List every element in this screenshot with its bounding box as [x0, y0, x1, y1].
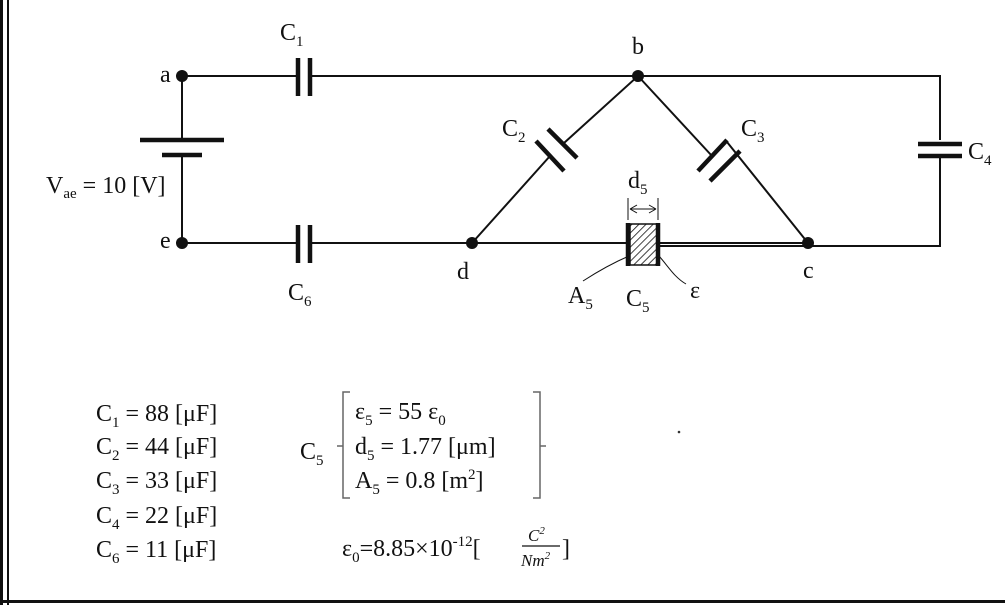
- capacitor-c6-symbol: [295, 225, 313, 263]
- capacitor-c2-symbol: [534, 127, 579, 173]
- stray-dot: [677, 430, 681, 434]
- node-a-label: a: [160, 62, 171, 88]
- eps0-numerator: C2: [528, 525, 545, 545]
- epsilon-label: ε: [690, 278, 700, 304]
- battery-symbol: [140, 137, 224, 158]
- dielectric-fill: [629, 223, 659, 266]
- c5-bracket-left: [342, 391, 350, 499]
- c5-d-value: d5 = 1.77 [μm]: [355, 434, 496, 464]
- node-d-dot: [466, 237, 478, 249]
- eps0-expression: ε0=8.85×10-12[: [342, 534, 481, 566]
- d5-label: d5: [628, 168, 648, 198]
- eps-leader-line: [658, 255, 687, 285]
- c5-bracket-right: [533, 391, 541, 499]
- a5-label: A5: [568, 283, 593, 313]
- capacitor-c2-label: C2: [502, 116, 526, 146]
- page-border-left: [0, 0, 3, 605]
- capacitor-c3-label: C3: [741, 116, 765, 146]
- node-c-label: c: [803, 258, 814, 284]
- d5-dimension-arrow: [627, 198, 659, 220]
- value-c3: C3 = 33 [μF]: [96, 468, 217, 498]
- eps0-denominator: Nm2: [520, 550, 551, 570]
- node-e-label: e: [160, 228, 171, 254]
- eps0-close-bracket: ]: [562, 536, 570, 562]
- capacitor-c6-label: C6: [288, 280, 312, 310]
- capacitor-c5-symbol: [625, 223, 661, 266]
- a5-leader-line: [582, 255, 630, 282]
- wire-top-right-loop: [182, 75, 941, 247]
- node-b-label: b: [632, 34, 644, 60]
- node-c-dot: [802, 237, 814, 249]
- page-border-bottom: [0, 600, 1005, 603]
- wire-d-b: [471, 75, 639, 244]
- node-e-dot: [176, 237, 188, 249]
- capacitor-c5-label: C5: [626, 286, 650, 316]
- nodes: [176, 70, 814, 249]
- capacitor-c4-symbol: [918, 141, 962, 159]
- c5-a-value: A5 = 0.8 [m2]: [355, 467, 484, 498]
- c5-specification: C5 ε5 = 55 ε0 d5 = 1.77 [μm] A5 = 0.8 [m…: [300, 391, 546, 499]
- value-c4: C4 = 22 [μF]: [96, 503, 217, 533]
- value-c6: C6 = 11 [μF]: [96, 537, 216, 567]
- node-b-dot: [632, 70, 644, 82]
- wires: [181, 75, 941, 247]
- node-d-label: d: [457, 259, 469, 285]
- capacitor-c1-symbol: [295, 58, 313, 96]
- source-voltage-label: Vae = 10 [V]: [46, 173, 166, 202]
- epsilon-zero-constant: ε0=8.85×10-12[ C2 Nm2 ]: [342, 525, 570, 570]
- capacitor-c4-label: C4: [968, 139, 992, 169]
- capacitor-c1-label: C1: [280, 20, 304, 50]
- c5-eps-value: ε5 = 55 ε0: [355, 399, 446, 429]
- page-border-left-inner: [7, 0, 9, 605]
- node-a-dot: [176, 70, 188, 82]
- value-c2: C2 = 44 [μF]: [96, 434, 217, 464]
- capacitance-values: C1 = 88 [μF] C2 = 44 [μF] C3 = 33 [μF] C…: [96, 401, 217, 567]
- c5-spec-label: C5: [300, 439, 324, 469]
- wire-b-c: [637, 75, 809, 244]
- capacitor-c3-symbol: [696, 138, 742, 183]
- value-c1: C1 = 88 [μF]: [96, 401, 217, 431]
